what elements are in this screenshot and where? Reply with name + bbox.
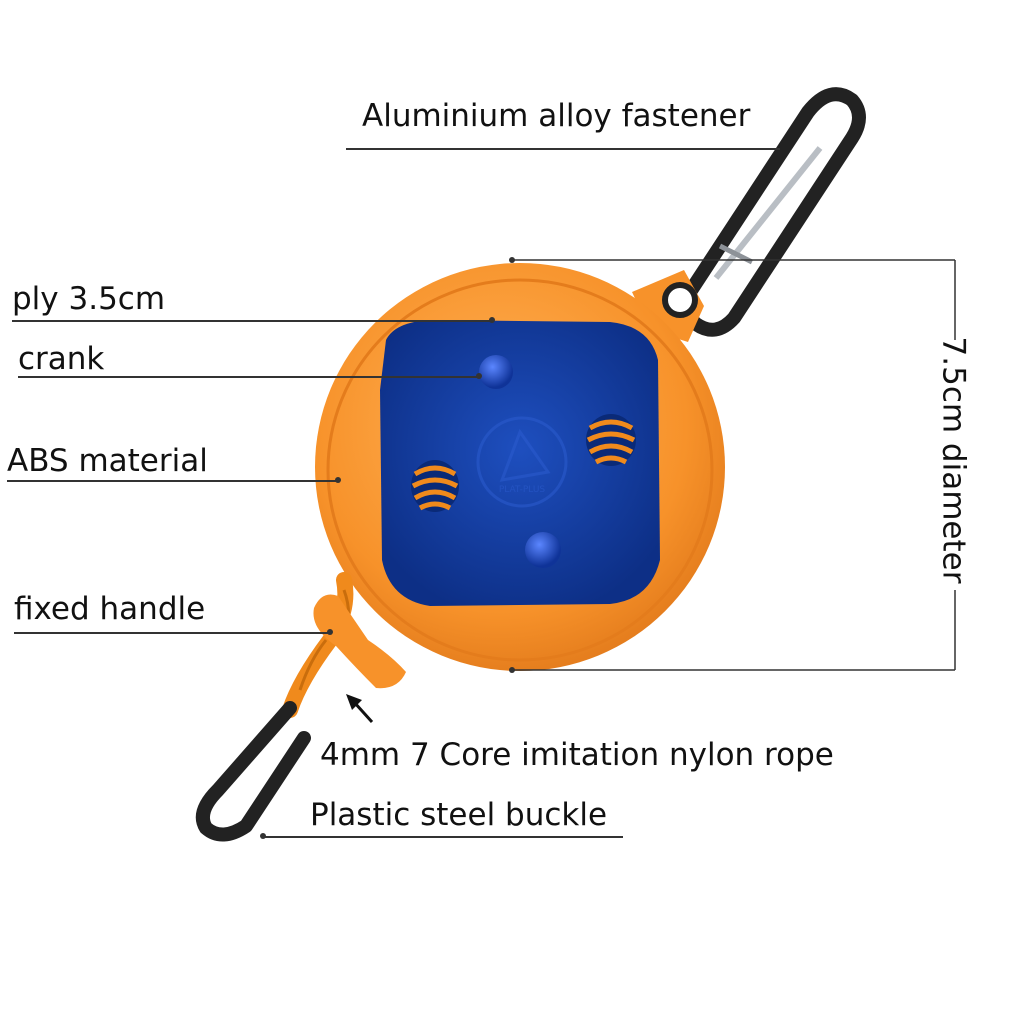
handle-dot <box>327 629 333 635</box>
diameter-bracket <box>509 257 956 673</box>
label-diameter: 7.5cm diameter <box>935 336 972 584</box>
fastener-leader <box>346 148 780 150</box>
ply-dot <box>489 317 495 323</box>
abs-leader <box>7 480 337 482</box>
label-aluminium-fastener: Aluminium alloy fastener <box>362 98 751 134</box>
crank-knob-top <box>479 355 513 389</box>
buckle-dot <box>260 833 266 839</box>
crank-dot <box>476 373 482 379</box>
abs-dot <box>335 477 341 483</box>
rope-window-left <box>411 460 459 512</box>
fixed-handle-icon <box>313 594 406 689</box>
rope-arrow-icon <box>346 694 374 724</box>
crank-knob-bottom <box>525 532 561 568</box>
label-crank: crank <box>18 341 105 377</box>
buckle-leader <box>263 836 623 838</box>
rope-window-right <box>586 414 636 466</box>
label-plastic-buckle: Plastic steel buckle <box>310 797 608 833</box>
label-ply: ply 3.5cm <box>12 281 166 317</box>
logo-icon: PLAT-PLUS <box>476 416 568 508</box>
fastener-hole <box>662 282 698 318</box>
logo-text: PLAT-PLUS <box>499 485 546 495</box>
handle-leader <box>14 632 330 634</box>
ply-leader <box>12 320 492 322</box>
label-abs-material: ABS material <box>7 443 208 479</box>
plastic-buckle-icon <box>196 701 311 842</box>
label-nylon-rope: 4mm 7 Core imitation nylon rope <box>320 737 834 773</box>
label-fixed-handle: fixed handle <box>14 591 206 627</box>
blue-reel-face: PLAT-PLUS <box>380 320 660 606</box>
crank-leader <box>18 376 478 378</box>
